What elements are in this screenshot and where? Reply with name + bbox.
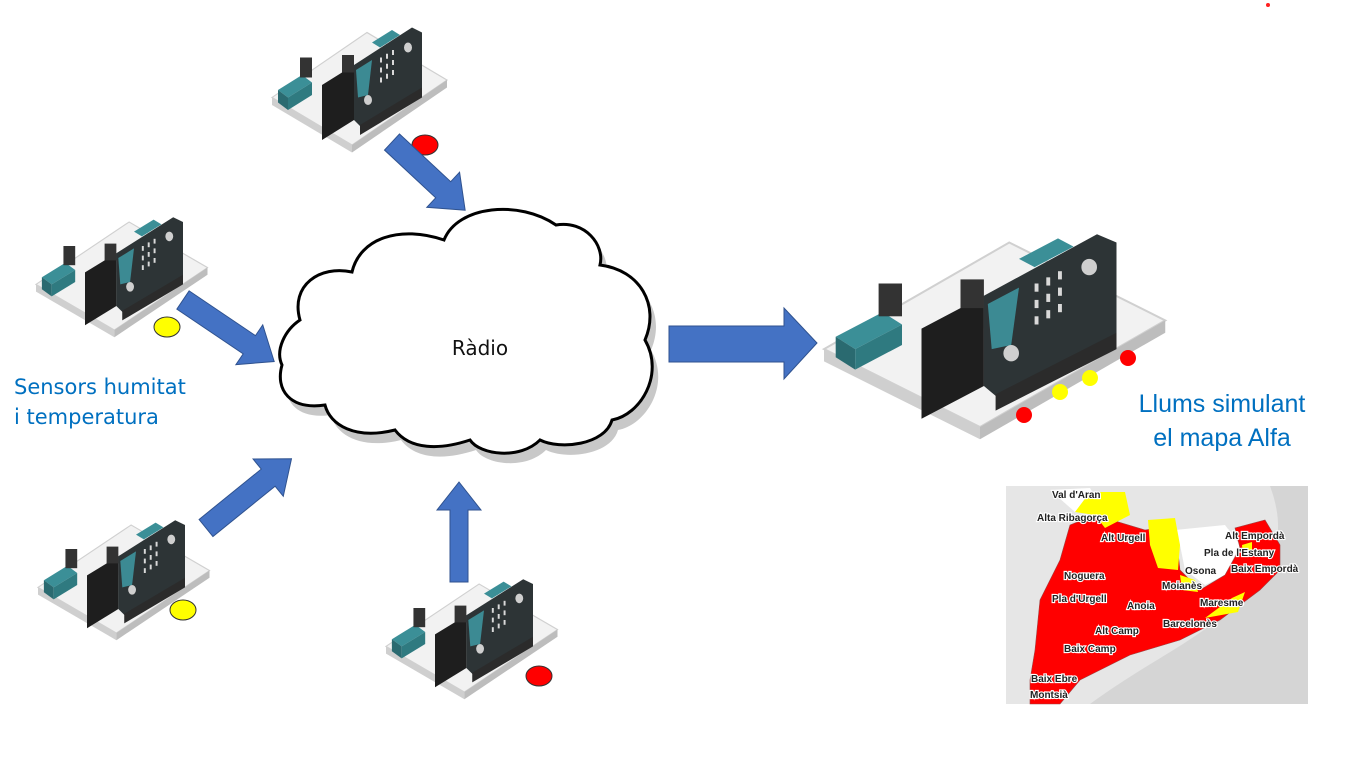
- radio-cloud: [278, 207, 659, 464]
- map-label-12: Barcelonès: [1163, 619, 1217, 630]
- map-label-15: Baix Ebre: [1031, 674, 1078, 685]
- receiver-led-1: [1016, 407, 1032, 423]
- sensors-label-line-1: Sensors humitat: [14, 375, 186, 399]
- map-label-4: Pla de l'Estany: [1204, 548, 1275, 559]
- map-label-14: Baix Camp: [1064, 644, 1116, 655]
- sensor-left-upper-led: [153, 316, 181, 338]
- map-label-7: Noguera: [1064, 571, 1105, 582]
- sensor-bottom-led: [525, 665, 553, 687]
- sensors-label: Sensors humitat i temperatura: [14, 372, 186, 432]
- receiver-led-4: [1120, 350, 1136, 366]
- map-label-5: Osona: [1185, 566, 1217, 577]
- corner-dot: [1266, 3, 1270, 7]
- map-label-0: Val d'Aran: [1052, 490, 1101, 501]
- arrow-bottom-to-cloud: [435, 481, 483, 583]
- map-label-2: Alt Urgell: [1101, 533, 1146, 544]
- arrow-cloud-to-receiver: [668, 306, 818, 381]
- arrow-left-upper-to-cloud: [176, 290, 275, 366]
- lights-label-line-1: Llums simulant: [1138, 390, 1306, 418]
- map-label-11: Maresme: [1200, 598, 1244, 609]
- sensor-board-top: [271, 26, 448, 154]
- sensors-label-line-2: i temperatura: [14, 405, 159, 429]
- map-label-1: Alta Ribagorça: [1037, 513, 1108, 524]
- receiver-led-3: [1082, 370, 1098, 386]
- arrow-left-lower-to-cloud: [198, 458, 293, 538]
- lights-label-line-2: el mapa Alfa: [1153, 424, 1291, 452]
- receiver-led-2: [1052, 384, 1068, 400]
- map-label-16: Montsià: [1030, 690, 1068, 701]
- sensor-left-lower-led: [169, 599, 197, 621]
- alfa-map: Val d'Aran Alta Ribagorça Alt Urgell Alt…: [1006, 486, 1308, 705]
- sensor-board-left-upper: [35, 216, 209, 338]
- map-label-8: Moianès: [1162, 581, 1202, 592]
- arrow-top-to-cloud: [383, 133, 466, 211]
- map-label-3: Alt Empordà: [1225, 531, 1285, 542]
- map-label-13: Alt Camp: [1095, 626, 1139, 637]
- map-label-6: Baix Empordà: [1231, 564, 1299, 575]
- lights-label: Llums simulant el mapa Alfa: [1112, 387, 1332, 455]
- map-label-10: Anoia: [1127, 601, 1155, 612]
- cloud-label: Ràdio: [451, 336, 509, 360]
- sensor-board-left-lower: [37, 519, 211, 641]
- map-label-9: Pla d'Urgell: [1052, 594, 1107, 605]
